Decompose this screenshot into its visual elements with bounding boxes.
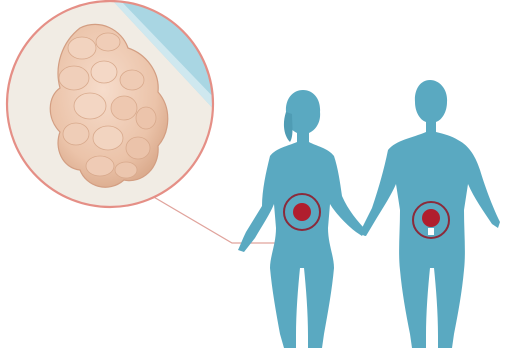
magnified-tissue-icon — [7, 0, 220, 207]
